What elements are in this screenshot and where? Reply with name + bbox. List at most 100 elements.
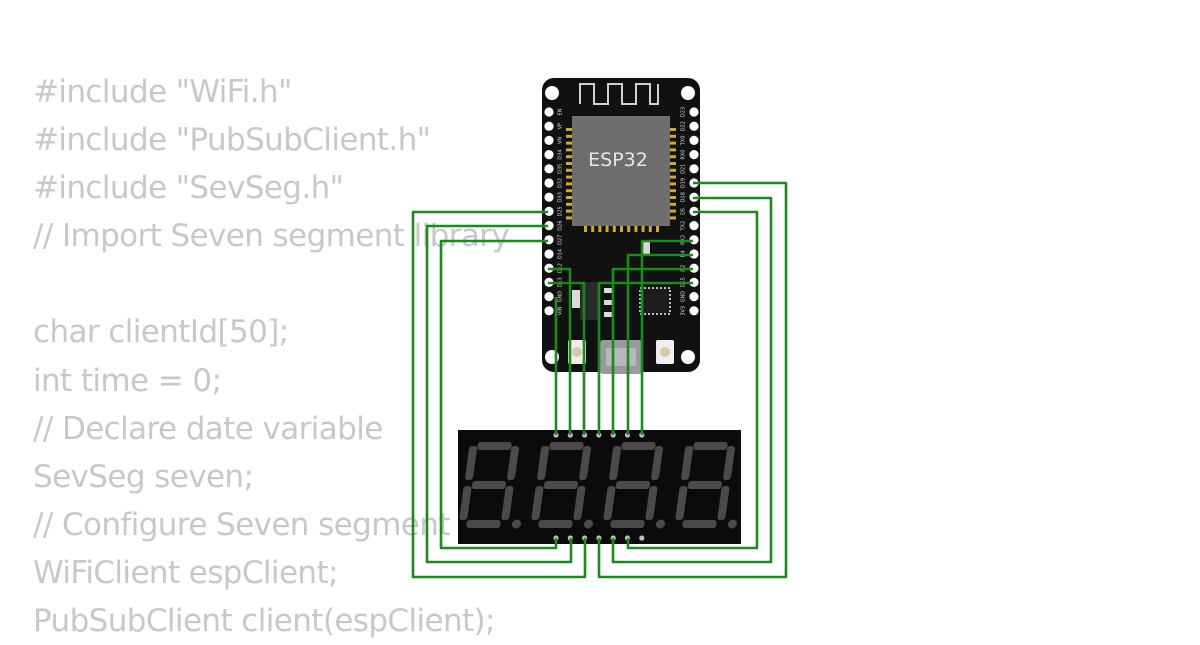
code-line: SevSeg seven; — [33, 458, 254, 495]
segment — [573, 486, 586, 520]
header-pin — [544, 107, 554, 117]
module-pad — [598, 226, 602, 232]
header-pin — [544, 135, 554, 145]
segment — [651, 446, 664, 480]
module-pad — [670, 134, 676, 138]
header-pin — [689, 164, 699, 174]
digit-4 — [675, 442, 738, 529]
wire — [611, 196, 773, 564]
segment — [615, 481, 651, 489]
module-pad — [566, 128, 572, 131]
module-pad — [566, 168, 572, 172]
en-button[interactable] — [568, 340, 586, 364]
segment — [645, 486, 658, 520]
module-pad — [591, 226, 595, 232]
pin-label: D33 — [558, 192, 564, 202]
pin-label: D23 — [681, 107, 687, 117]
wire — [626, 210, 759, 550]
module-pad — [566, 148, 572, 152]
module-pad — [612, 226, 616, 232]
module-pad — [620, 226, 623, 232]
pin-label: GND — [558, 291, 564, 303]
segment — [682, 520, 717, 528]
header-pin — [689, 135, 699, 145]
esp32-board[interactable]: ESP32 ENVPVND34D35D32D33D25D26D27D14D12D… — [542, 78, 700, 374]
header-pin — [544, 164, 554, 174]
decimal-point — [655, 519, 666, 529]
segment — [723, 446, 736, 480]
wire — [548, 267, 572, 435]
segment — [579, 446, 592, 480]
wire — [439, 239, 558, 550]
header-pin — [689, 277, 699, 287]
header-pin — [544, 178, 554, 188]
segment — [466, 520, 501, 528]
module-pad — [648, 226, 652, 232]
module-pad — [566, 196, 572, 199]
decimal-point — [727, 519, 738, 529]
pin-label: D27 — [558, 235, 564, 245]
code-line: // Declare date variable — [33, 410, 383, 447]
header-pin — [544, 292, 554, 302]
module-pad — [670, 196, 676, 199]
module-pad — [566, 182, 572, 186]
chip-label: ESP32 — [588, 149, 648, 171]
smd-component — [604, 312, 614, 317]
digit-3 — [603, 442, 666, 529]
module-pad — [670, 141, 676, 145]
header-pin — [544, 249, 554, 259]
header-pin — [544, 192, 554, 202]
segment — [549, 442, 584, 450]
code-line: WiFiClient espClient; — [33, 554, 338, 591]
pin-label: D34 — [558, 149, 564, 159]
pin-label: D22 — [681, 121, 687, 131]
header-pin — [689, 306, 699, 316]
regulator-tab — [572, 290, 580, 308]
segment — [621, 442, 656, 450]
header-pin — [544, 206, 554, 216]
pin-label: D32 — [558, 178, 564, 188]
pin-label: TX0 — [681, 136, 687, 147]
segment — [501, 486, 514, 520]
segment — [465, 446, 478, 480]
module-pad — [656, 226, 659, 232]
module-pad — [670, 209, 676, 213]
code-line: char clientId[50]; — [33, 314, 289, 351]
module-pad — [670, 128, 676, 131]
chip-pads — [566, 128, 676, 220]
segment — [681, 446, 694, 480]
header-pin — [689, 107, 699, 117]
segment — [507, 446, 520, 480]
pin-label: GND — [681, 291, 687, 303]
usb-connector-inner — [606, 348, 636, 366]
boot-button[interactable] — [656, 340, 674, 364]
header-pin — [544, 121, 554, 131]
code-line: // Configure Seven segment — [33, 506, 450, 543]
module-pad — [566, 202, 572, 206]
display-pin-bottom — [639, 535, 645, 541]
module-pad — [566, 216, 572, 220]
pin-label: D26 — [558, 220, 564, 230]
pin-label: VP — [558, 123, 564, 129]
mount-hole — [545, 86, 559, 100]
pin-label: EN — [558, 108, 564, 115]
seven-segment-display[interactable] — [458, 430, 749, 544]
wire — [597, 281, 693, 435]
pin-label: VIN — [558, 306, 564, 315]
smd-component — [642, 240, 650, 254]
segment — [693, 442, 728, 450]
pin-label: D21 — [681, 164, 687, 174]
header-pin — [689, 221, 699, 231]
wire — [425, 224, 573, 564]
mount-hole — [681, 86, 695, 100]
module-pad — [670, 155, 676, 159]
antenna-trace — [579, 83, 659, 105]
segment — [603, 486, 616, 520]
module-pad — [584, 226, 587, 232]
module-pad — [566, 141, 572, 145]
header-pin — [544, 221, 554, 231]
pin-label: 3V3 — [681, 306, 687, 316]
header-pin — [689, 263, 699, 273]
module-pad — [641, 226, 645, 232]
code-line: #include "PubSubClient.h" — [33, 122, 431, 159]
